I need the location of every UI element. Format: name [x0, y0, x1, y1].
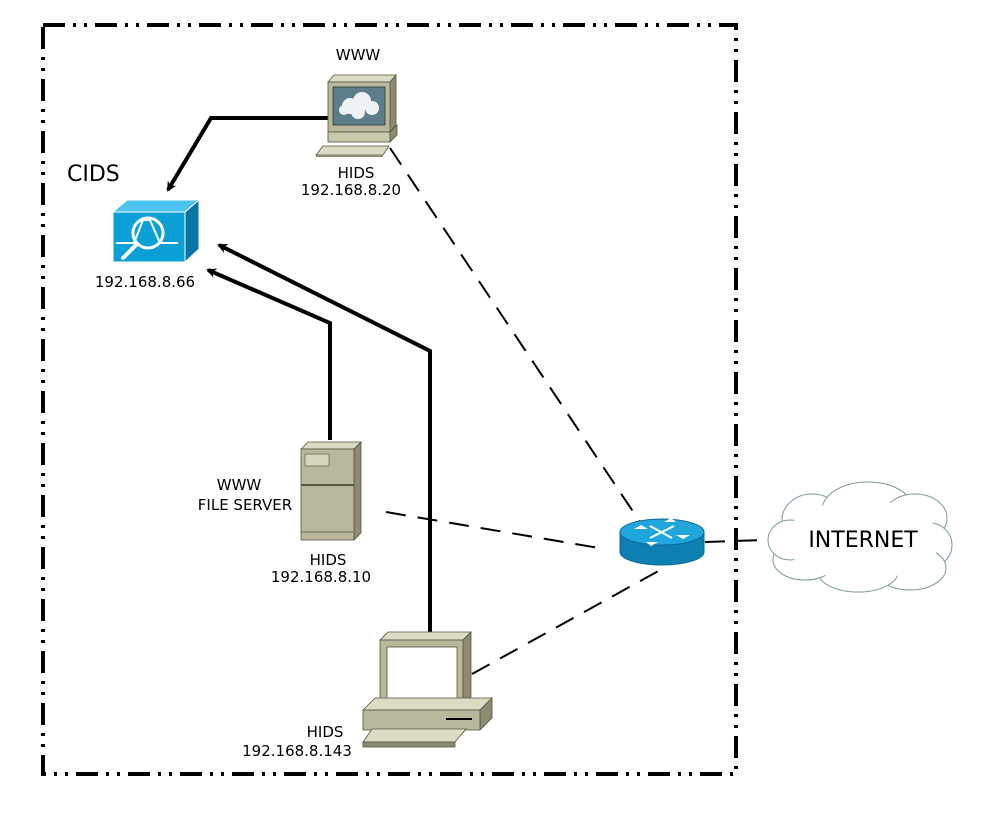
- link-www-router: [389, 147, 641, 523]
- router-icon: [619, 518, 705, 566]
- www-host-hids: HIDS: [338, 164, 375, 182]
- alert-arrows: [166, 116, 432, 632]
- arrow-fileserver-to-cids: [206, 268, 332, 440]
- network-boundary: [41, 23, 738, 776]
- network-links: [385, 147, 766, 675]
- arrow-www-to-cids: [166, 116, 328, 192]
- file-server-icon: [300, 441, 362, 541]
- cids-sensor-icon: [111, 198, 201, 264]
- link-workstation-router: [471, 568, 663, 675]
- workstation-ip: 192.168.8.143: [242, 742, 352, 760]
- www-computer-icon: [315, 73, 398, 157]
- link-router-internet: [704, 539, 766, 543]
- file-server-hids: HIDS: [310, 551, 347, 569]
- file-server-role-line1: WWW: [217, 476, 262, 494]
- workstation-icon: [362, 631, 493, 748]
- file-server-ip: 192.168.8.10: [271, 568, 371, 586]
- www-host-role: WWW: [336, 46, 381, 64]
- www-host-ip: 192.168.8.20: [301, 181, 401, 199]
- internet-cloud-fill: [784, 500, 940, 580]
- workstation-hids: HIDS: [307, 723, 344, 741]
- link-fileserver-router: [385, 511, 606, 550]
- cids-title: CIDS: [67, 162, 120, 187]
- cids-ip: 192.168.8.66: [95, 273, 195, 291]
- internet-label: INTERNET: [808, 528, 918, 553]
- arrow-workstation-to-cids: [217, 243, 432, 632]
- file-server-role-line2: FILE SERVER: [198, 496, 292, 514]
